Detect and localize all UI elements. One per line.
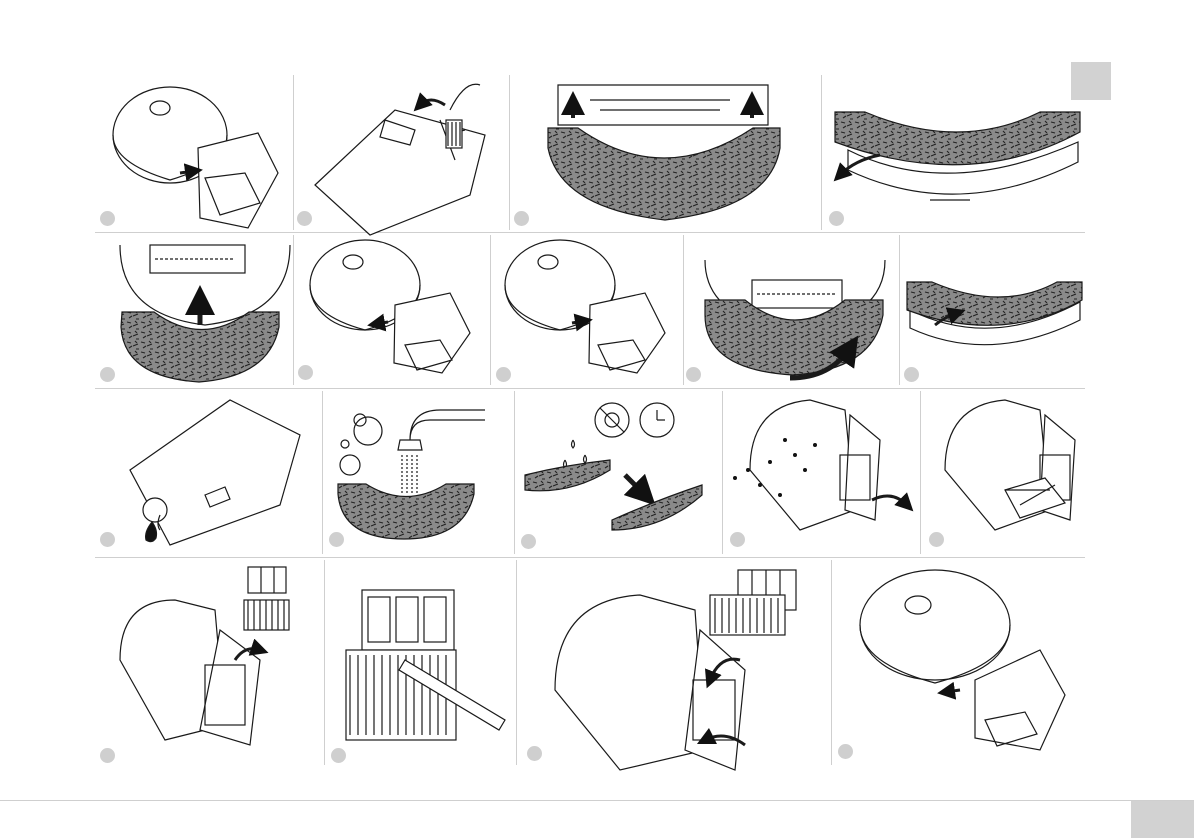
panel-rinse-mop [338,410,485,539]
panel-remove-dustbin-again [505,240,665,373]
panel-remove-filter [120,567,289,745]
panel-detach-mop-tilt [835,112,1080,200]
panel-shake-filter-debris [733,400,907,530]
panel-reinsert-dustbin [860,570,1065,750]
panel-mop-installed [907,282,1082,345]
panel-lift-mop-bracket [548,85,780,220]
panel-wipe-filter-cloth [945,400,1075,530]
panel-reinstall-filter [555,570,796,770]
panel-attach-mop-underside [120,245,290,382]
panel-insert-dustbin [310,240,470,373]
panel-dry-mop-sun-time [525,403,702,530]
panel-brush-clean-dustbin [315,84,485,235]
panel-clean-filter-brush [346,590,505,740]
panel-empty-water-tank [130,400,300,545]
panel-remove-dustbin [113,87,278,228]
panel-rotate-mop-on [705,260,885,378]
